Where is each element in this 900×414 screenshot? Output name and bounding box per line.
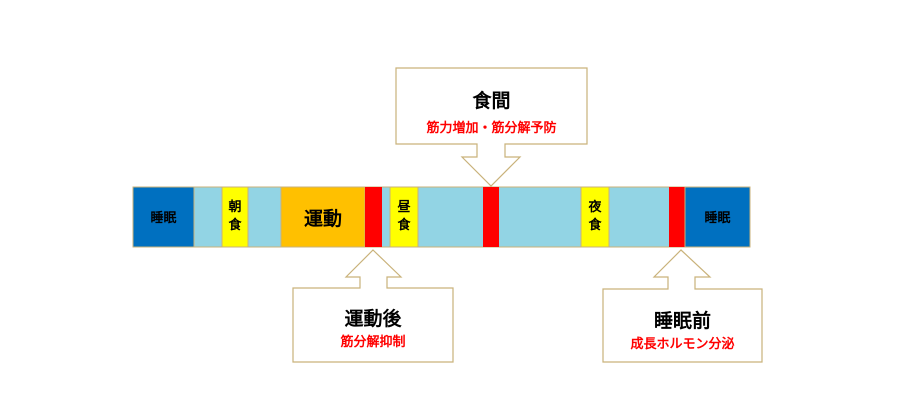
callout-post-exercise-title: 運動後 (344, 308, 402, 330)
callout-post-exercise-desc: 筋分解抑制 (340, 335, 406, 350)
segment-exercise (280, 186, 366, 248)
segment-dinner (580, 186, 610, 248)
callout-pre-sleep-desc: 成長ホルモン分泌 (630, 337, 735, 352)
label-exercise: 運動 (303, 208, 342, 230)
callout-between-meals-desc: 筋力増加・筋分解予防 (426, 121, 557, 136)
segment-between-meals-intake (483, 187, 499, 247)
segment-post-exercise-intake (365, 187, 382, 247)
callout-pre-sleep-shape (602, 249, 763, 363)
label-lunch: 昼食 (397, 200, 411, 233)
segment-pre-sleep-intake (669, 187, 685, 247)
callout-pre-sleep-title: 睡眠前 (653, 310, 711, 332)
segment-sleep-start (132, 186, 195, 248)
segment-lunch (389, 186, 419, 248)
label-dinner: 夜食 (588, 200, 602, 233)
segment-sleep-end (684, 186, 751, 248)
label-breakfast: 朝食 (228, 200, 242, 233)
callout-post-exercise-shape (292, 249, 454, 363)
callout-between-meals-shape (395, 67, 588, 187)
label-sleep-end: 睡眠 (704, 211, 731, 226)
callout-between-meals-title: 食間 (472, 90, 511, 112)
segment-breakfast (221, 186, 249, 248)
label-sleep-start: 睡眠 (150, 211, 177, 226)
